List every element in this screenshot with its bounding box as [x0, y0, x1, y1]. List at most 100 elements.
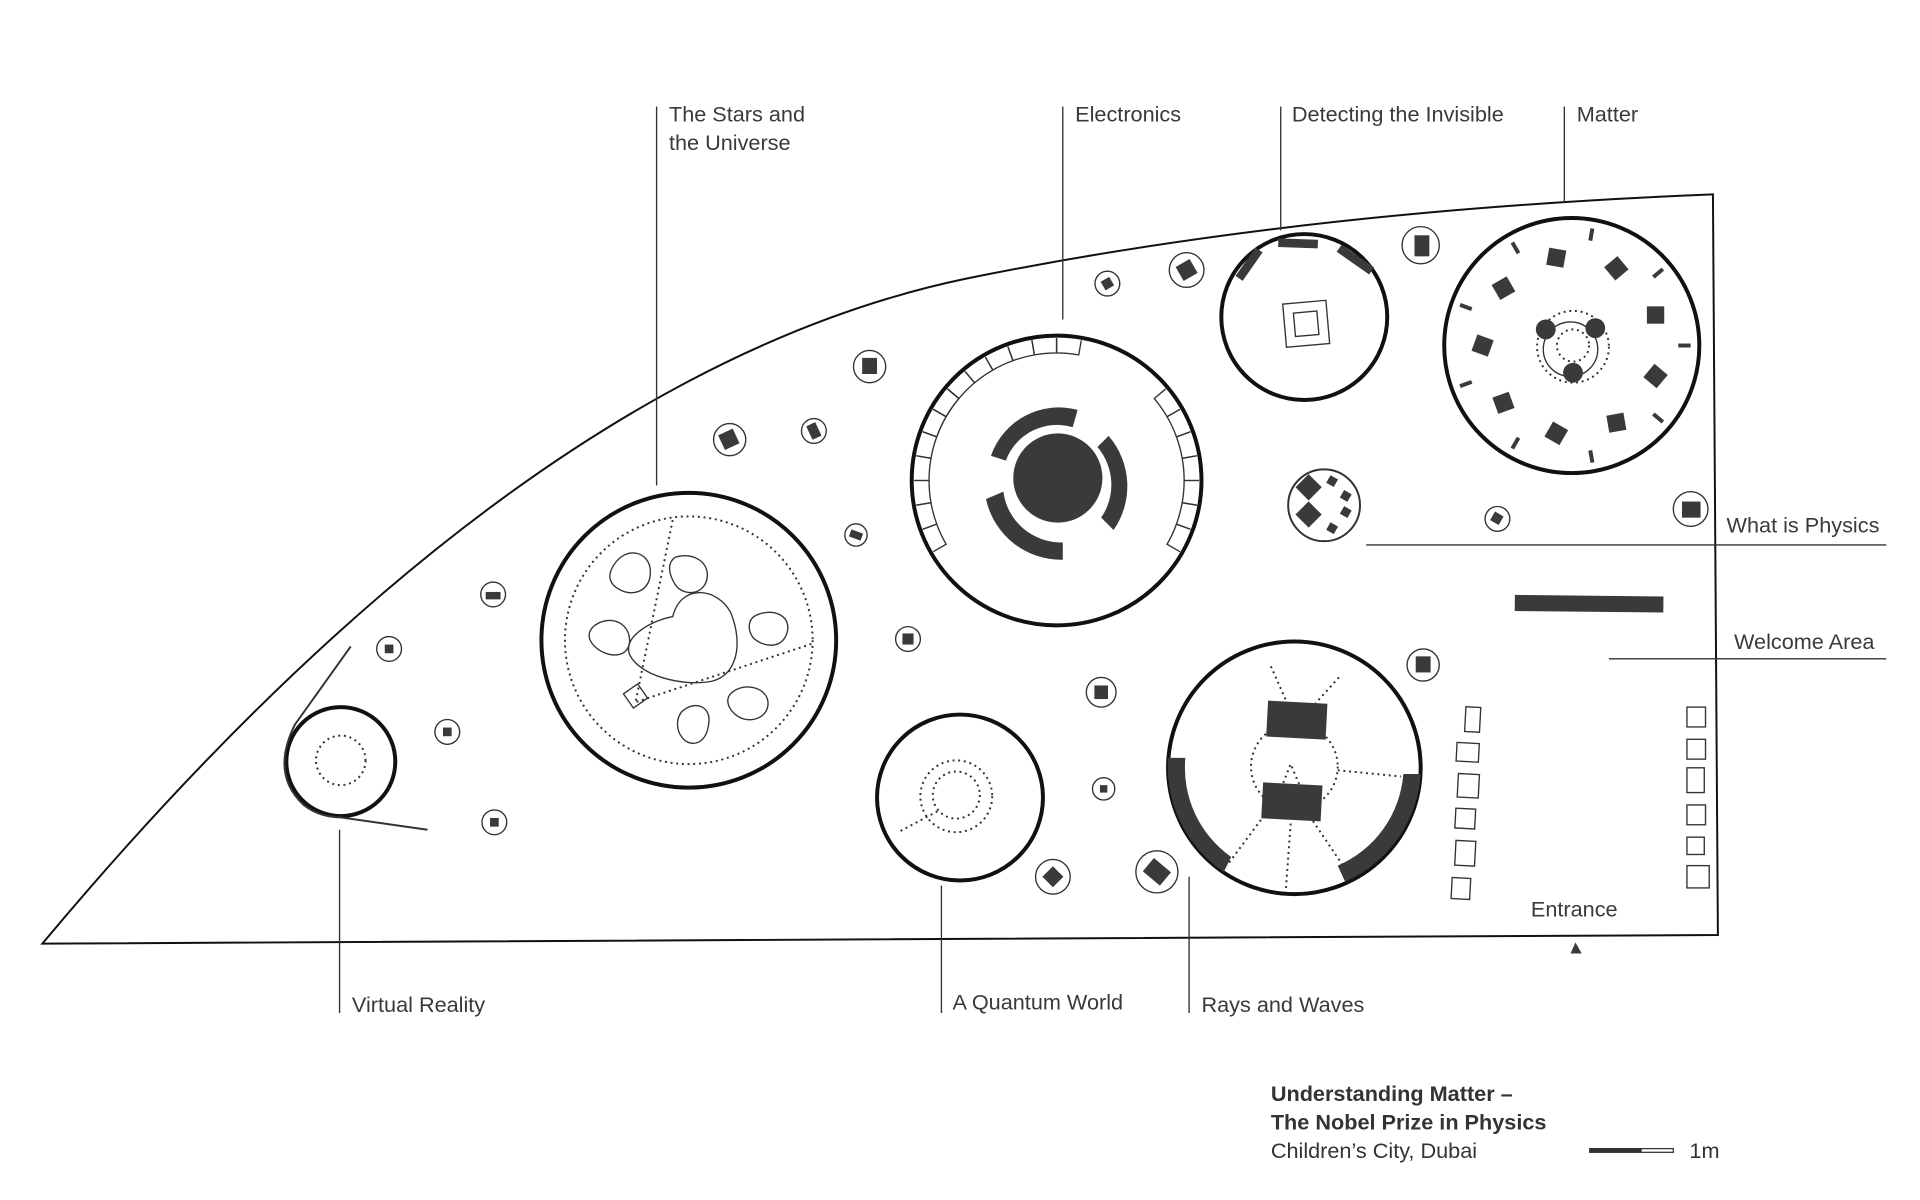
locker [1686, 767, 1705, 794]
pedestal[interactable] [800, 417, 827, 445]
detecting-outer-square [1281, 299, 1331, 348]
pedestal[interactable] [480, 581, 507, 608]
electronics-seat [947, 370, 976, 400]
zone-quantum-world[interactable]: A Quantum World [875, 712, 1124, 1015]
locker [1454, 807, 1477, 830]
quantum-platform [875, 712, 1045, 883]
matter-exhibit-block [1643, 363, 1668, 389]
rays-divider [1314, 676, 1340, 705]
pedestal[interactable] [1168, 251, 1205, 288]
locker [1686, 864, 1710, 889]
detecting-panel [1235, 247, 1263, 281]
vr-platform [284, 705, 398, 819]
matter-tick [1588, 228, 1595, 241]
label-stars-line1: The Stars and [669, 101, 805, 126]
zone-welcome-area[interactable]: Welcome Area [1514, 594, 1887, 660]
locker [1455, 741, 1481, 763]
pedestal[interactable] [852, 349, 887, 384]
pedestal[interactable] [1085, 676, 1117, 708]
matter-exhibit-block [1471, 334, 1494, 357]
pedestal[interactable] [1094, 270, 1121, 297]
planet-blob [588, 619, 631, 656]
matter-tick [1510, 436, 1521, 450]
physics-station-block [1339, 506, 1352, 518]
locker [1450, 876, 1472, 901]
vr-inner-ring [315, 734, 367, 787]
building-outline [40, 193, 1719, 945]
electronics-seat [1055, 338, 1082, 356]
matter-inner-dotted [1555, 328, 1591, 363]
locker [1686, 804, 1707, 826]
pedestal[interactable] [894, 625, 922, 653]
matter-exhibit-block [1492, 391, 1515, 414]
pedestal[interactable] [434, 718, 461, 745]
detecting-platform [1219, 232, 1390, 402]
vr-curved-wall [283, 645, 428, 831]
physics-station-block [1295, 474, 1322, 501]
physics-station[interactable] [1287, 468, 1361, 543]
rays-divider [1312, 820, 1345, 868]
electronics-core [1013, 433, 1103, 523]
label-what-is-physics: What is Physics [1727, 513, 1880, 538]
electronics-seat [1031, 338, 1058, 356]
locker [1686, 738, 1707, 760]
zone-entrance[interactable]: Entrance [1450, 706, 1710, 954]
pedestal[interactable] [712, 422, 747, 457]
zone-what-is-physics[interactable]: What is Physics [1366, 513, 1887, 546]
electronics-seat [914, 455, 932, 482]
electronics-seat [1166, 523, 1191, 553]
pedestal[interactable] [1091, 777, 1116, 801]
electronics-seat [914, 479, 932, 506]
electronics-arc [990, 407, 1078, 461]
zone-stars-and-universe[interactable]: The Stars and the Universe [539, 101, 839, 790]
matter-node [1563, 362, 1583, 383]
rays-exhibit-block [1266, 700, 1328, 740]
pedestal[interactable] [1401, 225, 1440, 265]
quantum-outer-dotted [919, 759, 994, 834]
locker [1463, 706, 1482, 733]
locker [1454, 839, 1477, 867]
scale-bar: 1m [1589, 1138, 1720, 1163]
pedestal[interactable] [1135, 850, 1179, 894]
label-detecting: Detecting the Invisible [1292, 101, 1504, 126]
locker [1686, 706, 1707, 728]
zone-electronics[interactable]: Electronics [909, 101, 1204, 628]
matter-tick [1588, 450, 1595, 463]
title-line1: Understanding Matter – [1271, 1081, 1513, 1106]
matter-tick [1510, 241, 1521, 255]
rays-wall-segment [1167, 757, 1232, 872]
detecting-panel [1336, 244, 1375, 275]
pedestal[interactable] [1672, 490, 1709, 527]
physics-station-block [1295, 501, 1322, 528]
physics-station-ring [1287, 468, 1361, 543]
electronics-arc [986, 491, 1063, 560]
label-quantum: A Quantum World [953, 989, 1124, 1014]
label-rays: Rays and Waves [1201, 992, 1364, 1017]
locker [1686, 836, 1705, 856]
electronics-arc [1097, 435, 1128, 531]
matter-ring-items [1459, 228, 1691, 463]
planet-blob [609, 552, 652, 594]
pedestal[interactable] [1034, 858, 1071, 895]
zone-virtual-reality[interactable]: Virtual Reality [283, 645, 485, 1017]
zone-matter[interactable]: Matter [1442, 101, 1702, 476]
rays-wall-segment [1337, 773, 1421, 882]
pedestal[interactable] [481, 809, 508, 836]
zone-detecting-invisible[interactable]: Detecting the Invisible [1219, 101, 1504, 402]
electronics-seat [964, 356, 994, 384]
pedestal[interactable] [844, 523, 868, 547]
matter-node [1585, 318, 1606, 339]
pedestal[interactable] [1484, 505, 1511, 532]
matter-tick [1459, 302, 1473, 311]
pedestal[interactable] [376, 635, 403, 662]
matter-exhibit-block [1606, 412, 1627, 433]
pedestal[interactable] [1406, 648, 1440, 682]
scale-bar-label: 1m [1689, 1138, 1719, 1163]
triangle-up-icon [1570, 942, 1582, 954]
rays-divider [1284, 823, 1292, 892]
planet-blob [748, 611, 789, 646]
title-block: Understanding Matter – The Nobel Prize i… [1271, 1081, 1547, 1163]
rays-divider [1227, 819, 1262, 864]
zone-rays-and-waves[interactable]: Rays and Waves [1166, 639, 1423, 1017]
electronics-seat [1153, 388, 1181, 418]
